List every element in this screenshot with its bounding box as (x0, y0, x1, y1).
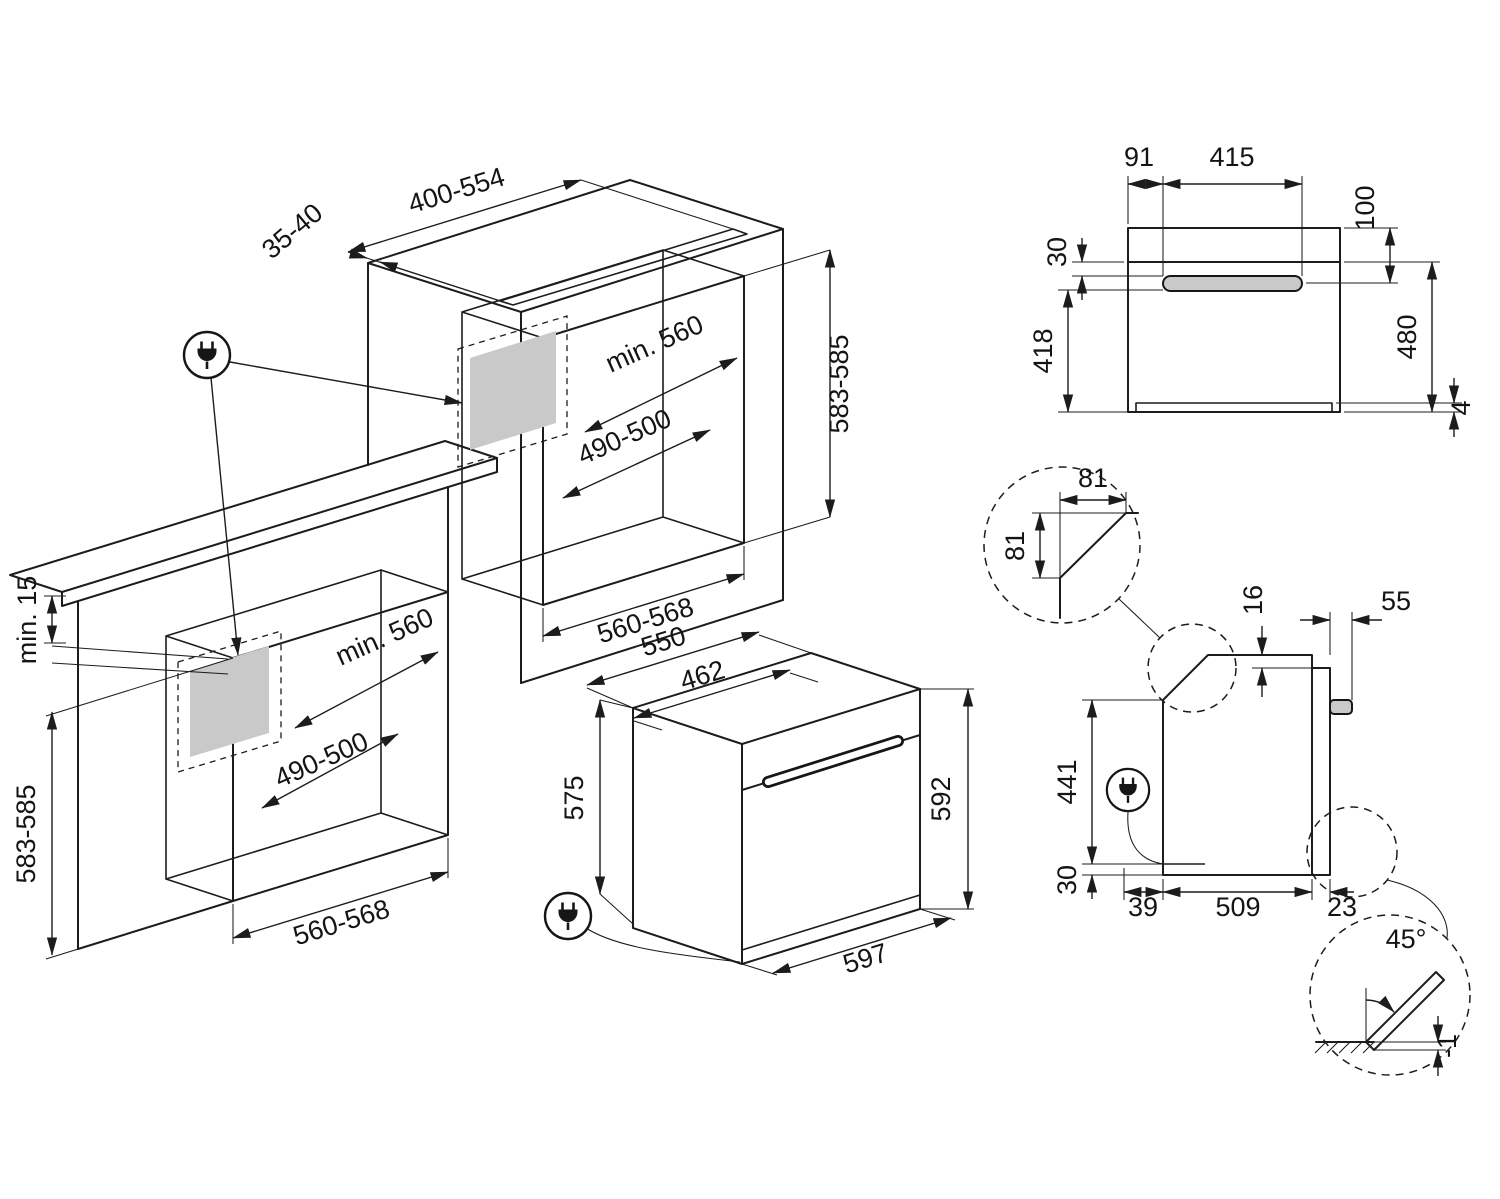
dim-base-niche-width: 560-568 (232, 838, 449, 952)
dim-label-top-cutout-length: 400-554 (405, 162, 509, 220)
chamfer-detail-circle (983, 466, 1141, 624)
dim-side-door-top-inset: 16 (1238, 585, 1312, 697)
dim-label-handle-offset-left: 91 (1124, 142, 1154, 172)
dim-door-bottom-offset: -1 (1374, 1016, 1462, 1076)
front-outline (1127, 227, 1341, 413)
angle-arc (1365, 995, 1395, 1013)
dim-label-top-cutout-depth: 35-40 (256, 197, 328, 264)
dim-label-bottom-offset: -1 (1432, 1034, 1462, 1058)
cabinet-isometric-view: 400-554 35-40 min. 560 490-500 583-585 (9, 162, 854, 960)
power-plug-icon (182, 330, 232, 380)
dim-label-rear-clearance: 39 (1128, 892, 1158, 922)
dim-label-body-depth: 509 (1215, 892, 1260, 922)
electrical-zone-tall (470, 331, 556, 450)
chamfer-detail: 81 81 (983, 463, 1141, 624)
power-plug-icon (1105, 767, 1151, 813)
dim-label-panel-to-handle: 30 (1042, 237, 1072, 267)
oven-side-view: 16 55 441 30 39 509 23 (1052, 585, 1448, 939)
dim-side-handle-depth: 55 (1300, 586, 1411, 700)
chamfer-callout-leader (1118, 598, 1161, 639)
dim-label-base-niche-height: 583-585 (11, 784, 41, 883)
dim-label-oven-depth-upper: 462 (676, 654, 728, 696)
dim-label-bottom-clearance: 30 (1052, 865, 1082, 895)
dim-chamfer-height: 81 (1000, 512, 1126, 579)
dim-label-chamfer-height: 81 (1000, 531, 1030, 561)
dim-label-handle-depth: 55 (1381, 586, 1411, 616)
dim-base-niche-depth: min. 560 (294, 602, 439, 729)
electrical-zone-base (190, 646, 269, 757)
dim-side-bottom-clearance: 30 (1052, 865, 1098, 899)
side-handle (1329, 699, 1353, 715)
dim-base-niche-height: 583-585 (11, 657, 234, 960)
oven-isometric-view: 550 462 575 592 597 (543, 620, 974, 979)
dim-label-top-to-handle: 100 (1350, 185, 1380, 230)
dim-label-tall-niche-depth: min. 560 (601, 309, 708, 379)
power-cord (1127, 811, 1164, 865)
dim-label-base-rear-clearance: min. 15 (12, 576, 42, 665)
dim-front-panel-to-handle: 30 (1042, 237, 1163, 300)
countertop (9, 440, 498, 593)
door-corner-callout-leader (1386, 879, 1448, 939)
dim-front-top-to-handle: 100 (1306, 185, 1398, 284)
dim-side-bottom: 39 509 23 (1123, 868, 1357, 922)
dim-base-niche-depth-lower: 490-500 (261, 726, 399, 809)
dim-oven-depth-upper: 462 (633, 654, 819, 731)
dim-oven-height-rear: 575 (559, 699, 634, 925)
dim-base-rear-clearance: min. 15 (12, 576, 229, 675)
dim-tall-niche-depth-lower: 490-500 (562, 403, 711, 499)
dim-label-oven-height-rear: 575 (559, 775, 589, 820)
dim-label-handle-to-bottom: 418 (1028, 328, 1058, 373)
dim-label-rear-panel-height: 441 (1052, 759, 1082, 804)
dim-label-oven-height-front: 592 (926, 776, 956, 821)
plug-leader-lines (210, 361, 463, 656)
dim-label-door-height: 480 (1392, 314, 1422, 359)
power-cord (585, 927, 741, 963)
door-bottom-trim (741, 894, 921, 951)
chamfer-callout-circle (1147, 623, 1237, 713)
dim-label-tall-niche-height: 583-585 (824, 334, 854, 433)
dim-front-top: 91 415 (1124, 142, 1303, 276)
oven-front-view: 91 415 100 30 418 480 4 (1028, 142, 1476, 437)
top-vent-cutout (499, 228, 748, 306)
base-cabinet-niche (165, 569, 449, 902)
dim-oven-width: 597 (741, 908, 956, 979)
dim-front-door-height: 480 (1344, 261, 1440, 413)
side-door (1311, 667, 1331, 876)
electrical-zone-base-outline (177, 630, 282, 773)
dim-oven-height-front: 592 (920, 688, 974, 910)
power-plug-icon (543, 891, 593, 941)
dim-label-door-top-inset: 16 (1238, 585, 1268, 615)
chamfer-edge (1059, 512, 1139, 619)
dim-label-base-niche-width: 560-568 (290, 894, 394, 952)
dim-label-plinth-height: 4 (1446, 400, 1476, 415)
dim-label-oven-width: 597 (839, 937, 891, 979)
dim-top-cutout-length: 400-554 (347, 162, 734, 302)
oven-body (632, 652, 921, 965)
dim-label-base-niche-depth-lower: 490-500 (270, 726, 373, 794)
dim-label-chamfer-width: 81 (1078, 463, 1108, 493)
tall-cabinet (367, 179, 784, 684)
door-corner-callout-circle (1306, 806, 1398, 898)
floor-hatching (1314, 1041, 1375, 1054)
open-door-edge (1365, 971, 1445, 1051)
dim-tall-niche-height: 583-585 (743, 249, 854, 544)
dim-front-plinth: 4 (1336, 378, 1476, 437)
front-plinth (1135, 402, 1333, 412)
door-angle-detail: 45° -1 (1309, 914, 1471, 1076)
dim-front-handle-to-bottom: 418 (1028, 289, 1163, 413)
dim-chamfer-width: 81 (1059, 463, 1127, 578)
dim-side-rear-height: 441 (1052, 699, 1163, 876)
door-angle-detail-circle (1309, 914, 1471, 1076)
dim-label-door-thickness: 23 (1327, 892, 1357, 922)
dim-label-handle-length: 415 (1209, 142, 1254, 172)
side-body (1162, 654, 1313, 876)
dim-label-opening-angle: 45° (1386, 924, 1427, 954)
front-handle (1162, 275, 1303, 292)
